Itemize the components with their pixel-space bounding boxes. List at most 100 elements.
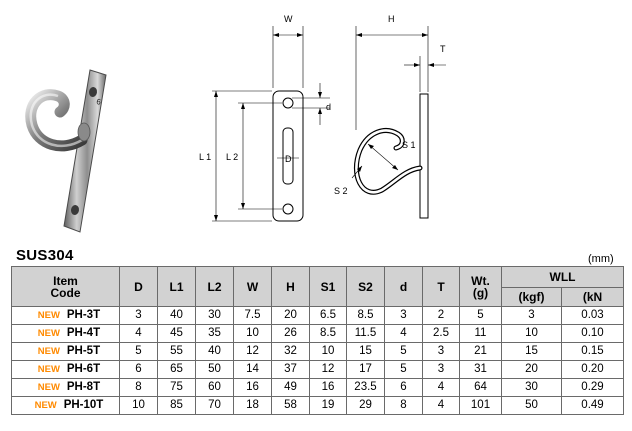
cell-w: 10 [233,324,272,343]
cell-s2: 11.5 [346,324,385,343]
cell-t: 4 [422,378,460,397]
cell-l1: 45 [157,324,196,343]
cell-s1: 8.5 [309,324,347,343]
unit-label: (mm) [588,253,614,265]
cell-t: 3 [422,360,460,379]
item-code: PH-8T [66,380,101,393]
cell-wt: 5 [459,306,502,325]
new-badge: NEW [37,309,60,321]
cell-wt: 11 [459,324,502,343]
cell-h: 32 [271,342,310,361]
cell-d: 3 [119,306,158,325]
cell-d: 4 [384,324,423,343]
spec-table: Item Code D L1 L2 W H S1 S2 d T Wt. (g) … [11,266,624,415]
cell-kgf: 10 [501,324,562,343]
cell-wt: 64 [459,378,502,397]
cell-s1: 16 [309,378,347,397]
cell-w: 14 [233,360,272,379]
cell-w: 12 [233,342,272,361]
cell-l1: 65 [157,360,196,379]
new-badge: NEW [37,363,60,375]
cell-d: 10 [119,396,158,415]
cell-l1: 55 [157,342,196,361]
cell-t: 3 [422,342,460,361]
cell-l1: 40 [157,306,196,325]
cell-d: 5 [119,342,158,361]
cell-l2: 30 [195,306,234,325]
cell-wt: 101 [459,396,502,415]
dim-label-d: D [285,154,292,164]
cell-h: 37 [271,360,310,379]
header-item-code: Item Code [11,266,120,307]
cell-t: 2 [422,306,460,325]
cell-s1: 19 [309,396,347,415]
dim-label-l2: L 2 [226,152,238,162]
material-label: SUS304 [16,247,74,264]
header-h: H [271,266,310,307]
dim-label-h: H [388,14,395,24]
header-d: D [119,266,158,307]
cell-w: 16 [233,378,272,397]
header-s1: S1 [309,266,347,307]
cell-kgf: 50 [501,396,562,415]
cell-l2: 60 [195,378,234,397]
cell-d: 6 [384,378,423,397]
cell-kn: 0.49 [561,396,624,415]
cell-item-code: NEW PH-8T [11,378,120,397]
cell-d: 3 [384,306,423,325]
cell-kgf: 30 [501,378,562,397]
cell-l2: 35 [195,324,234,343]
cell-s2: 23.5 [346,378,385,397]
cell-l1: 75 [157,378,196,397]
item-code: PH-5T [66,344,101,357]
dim-label-s1: S 1 [402,140,416,150]
dim-label-s2: S 2 [334,186,348,196]
cell-s2: 15 [346,342,385,361]
plate-hook-photo [25,69,107,233]
new-badge: NEW [37,327,60,339]
header-kn: (kN [561,287,624,307]
cell-s1: 6.5 [309,306,347,325]
cell-item-code: NEW PH-3T [11,306,120,325]
cell-h: 20 [271,306,310,325]
dim-label-t: T [440,44,446,54]
cell-d: 5 [384,342,423,361]
header-l1: L1 [157,266,196,307]
header-w: W [233,266,272,307]
dim-label-l1: L 1 [199,152,211,162]
cell-l2: 40 [195,342,234,361]
front-view-plate [272,90,304,222]
cell-h: 26 [271,324,310,343]
cell-wt: 31 [459,360,502,379]
cell-wt: 21 [459,342,502,361]
dim-label-d-small: d [326,102,331,112]
cell-kn: 0.10 [561,324,624,343]
cell-d: 5 [384,360,423,379]
cell-d: 8 [119,378,158,397]
photo-stamp-text: 6 [96,97,102,107]
new-badge: NEW [37,381,60,393]
new-badge: NEW [34,399,57,411]
cell-l1: 85 [157,396,196,415]
mounting-hole-bottom [282,203,294,215]
cell-s2: 8.5 [346,306,385,325]
cell-d: 6 [119,360,158,379]
cell-s2: 29 [346,396,385,415]
cell-l2: 50 [195,360,234,379]
hook-slot [282,127,294,185]
cell-t: 2.5 [422,324,460,343]
mounting-hole-top [282,97,294,109]
cell-d: 4 [119,324,158,343]
header-t: T [422,266,460,307]
cell-d: 8 [384,396,423,415]
item-code: PH-3T [66,308,101,321]
header-wt: Wt. (g) [459,266,502,307]
side-view-plate [419,93,429,219]
